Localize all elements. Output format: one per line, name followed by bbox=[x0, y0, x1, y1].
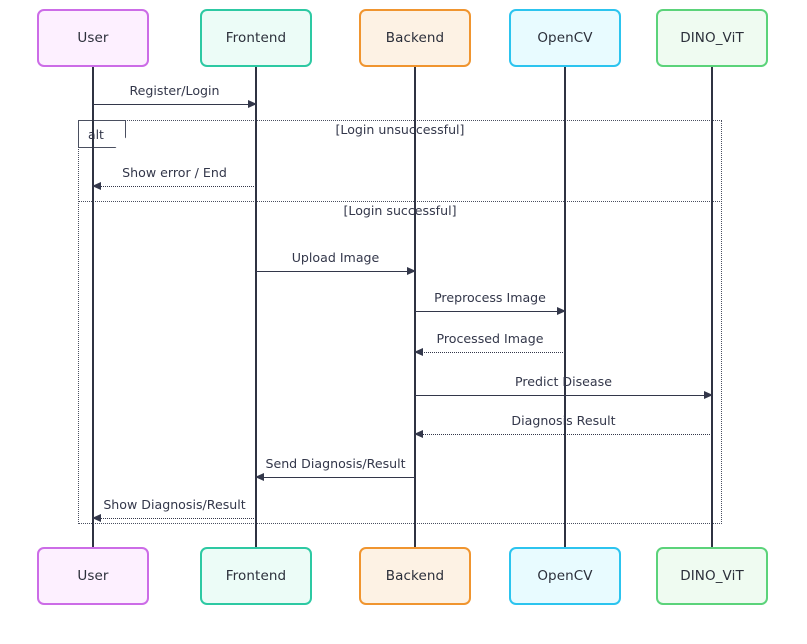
lifeline-user bbox=[92, 67, 94, 548]
actor-user-top-label: User bbox=[77, 30, 109, 46]
actor-backend-bottom-label: Backend bbox=[385, 568, 445, 584]
message-preprocess-image-line bbox=[415, 311, 565, 312]
actor-opencv-top-label: OpenCV bbox=[537, 30, 593, 46]
message-register-login-label: Register/Login bbox=[129, 83, 220, 98]
message-show-diagnosis-result-line bbox=[93, 518, 256, 519]
actor-backend-bottom[interactable]: Backend bbox=[359, 547, 471, 605]
actor-opencv-top[interactable]: OpenCV bbox=[509, 9, 621, 67]
message-diagnosis-result-label: Diagnosis Result bbox=[511, 413, 616, 428]
message-register-login-line bbox=[93, 104, 256, 105]
alt-fragment-divider bbox=[78, 201, 722, 202]
message-processed-image-line bbox=[415, 352, 565, 353]
alt-condition-2-label: [Login successful] bbox=[343, 203, 457, 218]
alt-fragment-tag-label: alt bbox=[88, 126, 104, 142]
message-send-diagnosis-result-label: Send Diagnosis/Result bbox=[265, 456, 406, 471]
message-upload-image-arrowhead bbox=[407, 266, 416, 275]
alt-condition-1-label: [Login unsuccessful] bbox=[335, 122, 465, 137]
message-register-login-arrowhead bbox=[248, 99, 257, 108]
message-predict-disease-label: Predict Disease bbox=[515, 374, 612, 389]
message-preprocess-image-label: Preprocess Image bbox=[434, 290, 546, 305]
actor-frontend-top-label: Frontend bbox=[225, 30, 287, 46]
actor-dino-top[interactable]: DINO_ViT bbox=[656, 9, 768, 67]
message-upload-image-label: Upload Image bbox=[291, 250, 380, 265]
message-preprocess-image-arrowhead bbox=[557, 306, 566, 315]
message-show-error-end-arrowhead bbox=[92, 181, 101, 190]
actor-dino-bottom-label: DINO_ViT bbox=[680, 568, 744, 584]
actor-backend-top-label: Backend bbox=[385, 30, 445, 46]
actor-user-top[interactable]: User bbox=[37, 9, 149, 67]
alt-condition-2: [Login successful] bbox=[78, 203, 722, 218]
alt-condition-1: [Login unsuccessful] bbox=[78, 122, 722, 137]
alt-fragment-tag: alt bbox=[78, 120, 126, 148]
actor-backend-top[interactable]: Backend bbox=[359, 9, 471, 67]
lifeline-backend bbox=[414, 67, 416, 548]
message-processed-image-arrowhead bbox=[414, 347, 423, 356]
message-show-error-end-label: Show error / End bbox=[122, 165, 227, 180]
message-show-error-end-line bbox=[93, 186, 256, 187]
message-show-diagnosis-result-label: Show Diagnosis/Result bbox=[103, 497, 246, 512]
message-predict-disease-line bbox=[415, 395, 712, 396]
actor-user-bottom[interactable]: User bbox=[37, 547, 149, 605]
actor-dino-top-label: DINO_ViT bbox=[680, 30, 744, 46]
actor-frontend-bottom-label: Frontend bbox=[225, 568, 287, 584]
message-send-diagnosis-result-line bbox=[256, 477, 415, 478]
message-send-diagnosis-result-arrowhead bbox=[255, 472, 264, 481]
actor-frontend-bottom[interactable]: Frontend bbox=[200, 547, 312, 605]
actor-opencv-bottom[interactable]: OpenCV bbox=[509, 547, 621, 605]
lifeline-dino bbox=[711, 67, 713, 548]
message-diagnosis-result-line bbox=[415, 434, 712, 435]
alt-fragment-box bbox=[78, 120, 722, 524]
actor-opencv-bottom-label: OpenCV bbox=[537, 568, 593, 584]
message-upload-image-line bbox=[256, 271, 415, 272]
message-diagnosis-result-arrowhead bbox=[414, 429, 423, 438]
actor-user-bottom-label: User bbox=[77, 568, 109, 584]
lifeline-frontend bbox=[255, 67, 257, 548]
message-processed-image-label: Processed Image bbox=[436, 331, 544, 346]
actor-frontend-top[interactable]: Frontend bbox=[200, 9, 312, 67]
actor-dino-bottom[interactable]: DINO_ViT bbox=[656, 547, 768, 605]
message-predict-disease-arrowhead bbox=[704, 390, 713, 399]
message-show-diagnosis-result-arrowhead bbox=[92, 513, 101, 522]
